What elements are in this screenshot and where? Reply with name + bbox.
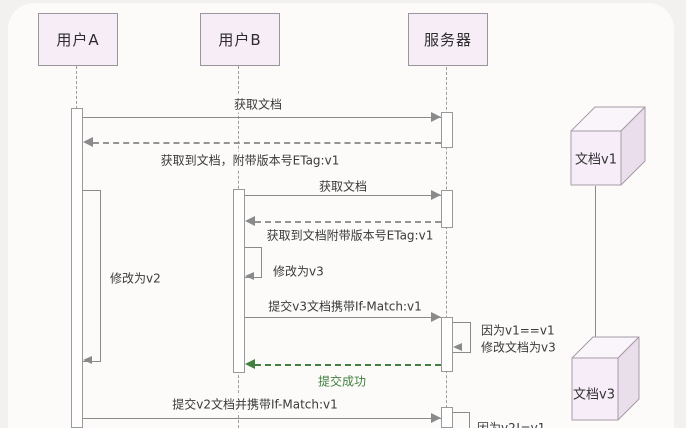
message-10-arrowhead-icon (431, 413, 441, 423)
server-note-line1: 因为v1==v1 (477, 321, 559, 339)
actor-user-b: 用户B (200, 13, 280, 66)
message-2-label: 获取文档 (314, 177, 372, 195)
server-note2-line1: 因为v2!=v1 (474, 419, 549, 428)
activation-bar-server-4 (441, 407, 453, 428)
message-6-label: 提交v3文档携带If-Match:v1 (264, 297, 426, 315)
message-0-line (83, 117, 441, 118)
message-3-label: 获取到文档附带版本号ETag:v1 (262, 226, 438, 244)
message-10-line (83, 418, 441, 419)
message-0-label: 获取文档 (229, 95, 287, 113)
self-call-user-a-label: 修改为v2 (106, 269, 165, 287)
self-call-user-a-arrowhead-icon (83, 356, 92, 364)
actor-user-a: 用户A (38, 13, 118, 66)
message-1-arrowhead-icon (83, 137, 93, 147)
artifact-doc-v3-label: 文档v3 (573, 387, 615, 403)
artifact-flow-line (595, 186, 596, 342)
message-6-line (245, 317, 441, 318)
diagram-card (8, 3, 674, 428)
message-10-label: 提交v2文档并携带If-Match:v1 (168, 395, 342, 413)
activation-bar-server-3 (441, 317, 453, 372)
actor-user-a-label: 用户A (56, 31, 100, 49)
self-call-user-b-label: 修改为v3 (269, 262, 328, 280)
message-6-arrowhead-icon (431, 312, 441, 322)
message-0-arrowhead-icon (431, 112, 441, 122)
message-1-label: 获取到文档，附带版本号ETag:v1 (156, 151, 344, 169)
activation-bar-user-b (233, 189, 245, 373)
message-3-arrowhead-icon (245, 216, 255, 226)
activation-bar-server-2 (441, 190, 453, 228)
server-note2-bracket (453, 412, 470, 428)
activation-bar-user-a (71, 108, 83, 428)
activation-bar-server-1 (441, 112, 453, 148)
server-note-arrowhead-icon (453, 343, 462, 351)
message-2-arrowhead-icon (431, 190, 441, 200)
server-note-bracket (453, 322, 471, 353)
artifact-doc-v3-cube (571, 336, 640, 421)
self-call-user-b-arrowhead-icon (245, 272, 254, 280)
message-1-line (93, 142, 441, 144)
message-9-label: 提交成功 (313, 372, 371, 390)
lifeline-server (446, 67, 447, 428)
message-3-line (255, 221, 441, 223)
artifact-doc-v1-cube (570, 106, 646, 186)
server-note-line2: 修改文档为v3 (477, 338, 560, 356)
actor-server: 服务器 (408, 13, 488, 66)
message-2-line (245, 195, 441, 196)
message-9-line (255, 364, 441, 366)
artifact-doc-v1-label: 文档v1 (575, 152, 617, 168)
actor-user-b-label: 用户B (218, 31, 262, 49)
message-9-arrowhead-icon (245, 359, 255, 369)
self-call-user-a-bracket (83, 190, 101, 362)
actor-server-label: 服务器 (423, 31, 472, 49)
